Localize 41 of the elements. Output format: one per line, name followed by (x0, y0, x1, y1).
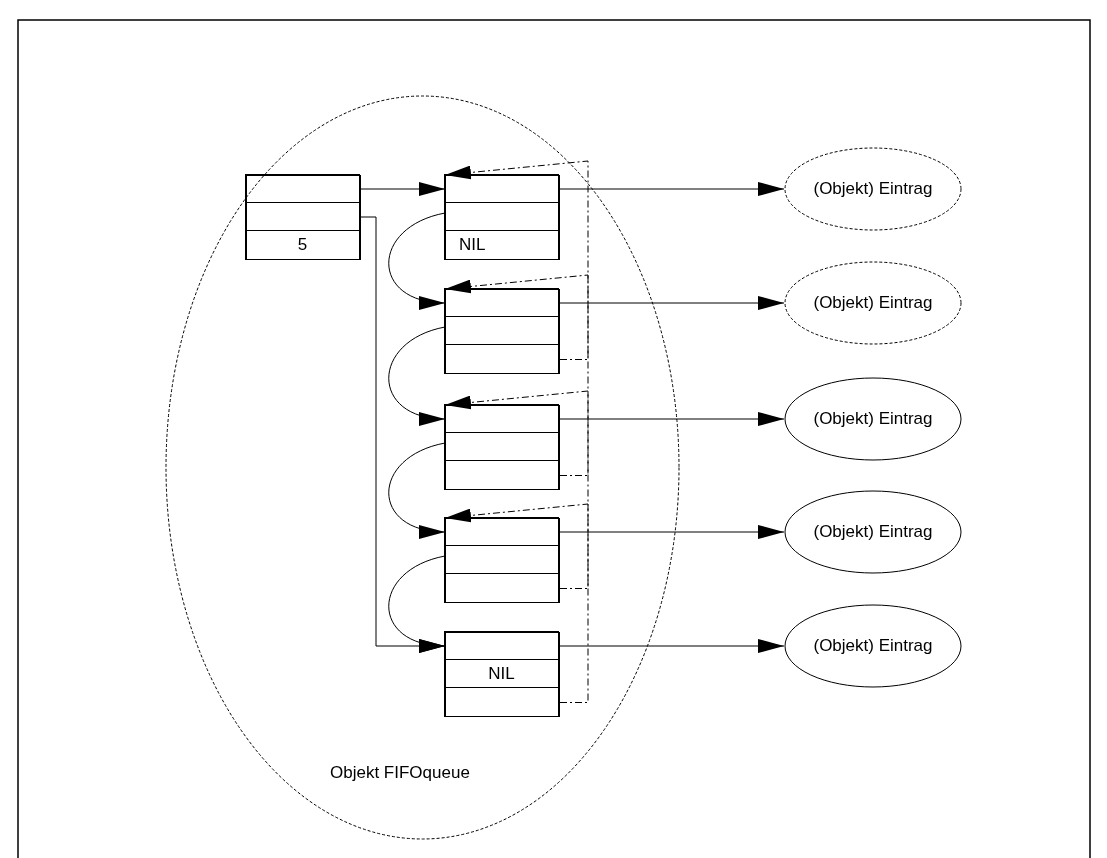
arrow (559, 182, 785, 196)
arrow (559, 296, 785, 310)
record-cell (444, 404, 559, 433)
arrow (559, 412, 785, 426)
record-cell: 5 (245, 230, 360, 260)
record-box (445, 632, 560, 717)
container-label: Objekt FIFOqueue (330, 763, 470, 783)
record-box (246, 175, 361, 260)
record-cell: NIL (444, 230, 559, 260)
record-cell (444, 174, 559, 203)
record-cell: NIL (444, 659, 559, 688)
record-cell (444, 316, 559, 345)
record-box (445, 405, 560, 490)
record-cell (444, 344, 559, 374)
record-cell (444, 432, 559, 461)
arrow (388, 442, 446, 537)
record-box (445, 175, 560, 260)
entry-ellipse: (Objekt) Eintrag (784, 261, 962, 345)
boundary-ellipse (165, 95, 680, 840)
arrow (559, 525, 785, 539)
entry-ellipse: (Objekt) Eintrag (784, 377, 962, 461)
entry-ellipse: (Objekt) Eintrag (784, 147, 962, 231)
record-cell (444, 545, 559, 574)
record-cell (444, 517, 559, 546)
record-cell (444, 573, 559, 603)
record-box (445, 518, 560, 603)
arrow (559, 639, 785, 653)
record-cell (245, 174, 360, 203)
record-box (445, 289, 560, 374)
arrow (360, 182, 446, 196)
arrow (388, 212, 446, 308)
arrow (388, 555, 446, 651)
arrow (388, 326, 446, 424)
entry-ellipse: (Objekt) Eintrag (784, 490, 962, 574)
record-cell (444, 288, 559, 317)
record-cell (444, 460, 559, 490)
entry-ellipse: (Objekt) Eintrag (784, 604, 962, 688)
record-cell (444, 202, 559, 231)
record-cell (245, 202, 360, 231)
record-cell (444, 631, 559, 660)
record-cell (444, 687, 559, 717)
